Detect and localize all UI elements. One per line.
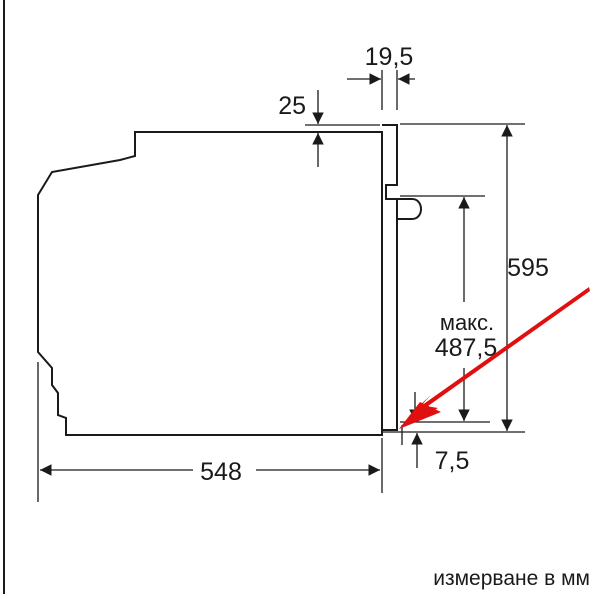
bottom-offset-label: 7,5: [435, 447, 470, 475]
max-value-label: 487,5: [435, 334, 498, 362]
height-label: 595: [507, 254, 549, 282]
measurement-caption: измерване в мм: [433, 567, 590, 590]
oven-front-panel: [382, 124, 398, 431]
oven-body-outline: [37, 131, 383, 436]
top-gap-label: 25: [278, 92, 306, 120]
front-thickness-label: 19,5: [365, 43, 414, 71]
red-highlight-arrow: [399, 287, 590, 429]
depth-label: 548: [200, 458, 242, 486]
max-label: макс.: [440, 310, 494, 335]
oven-handle: [397, 198, 422, 220]
